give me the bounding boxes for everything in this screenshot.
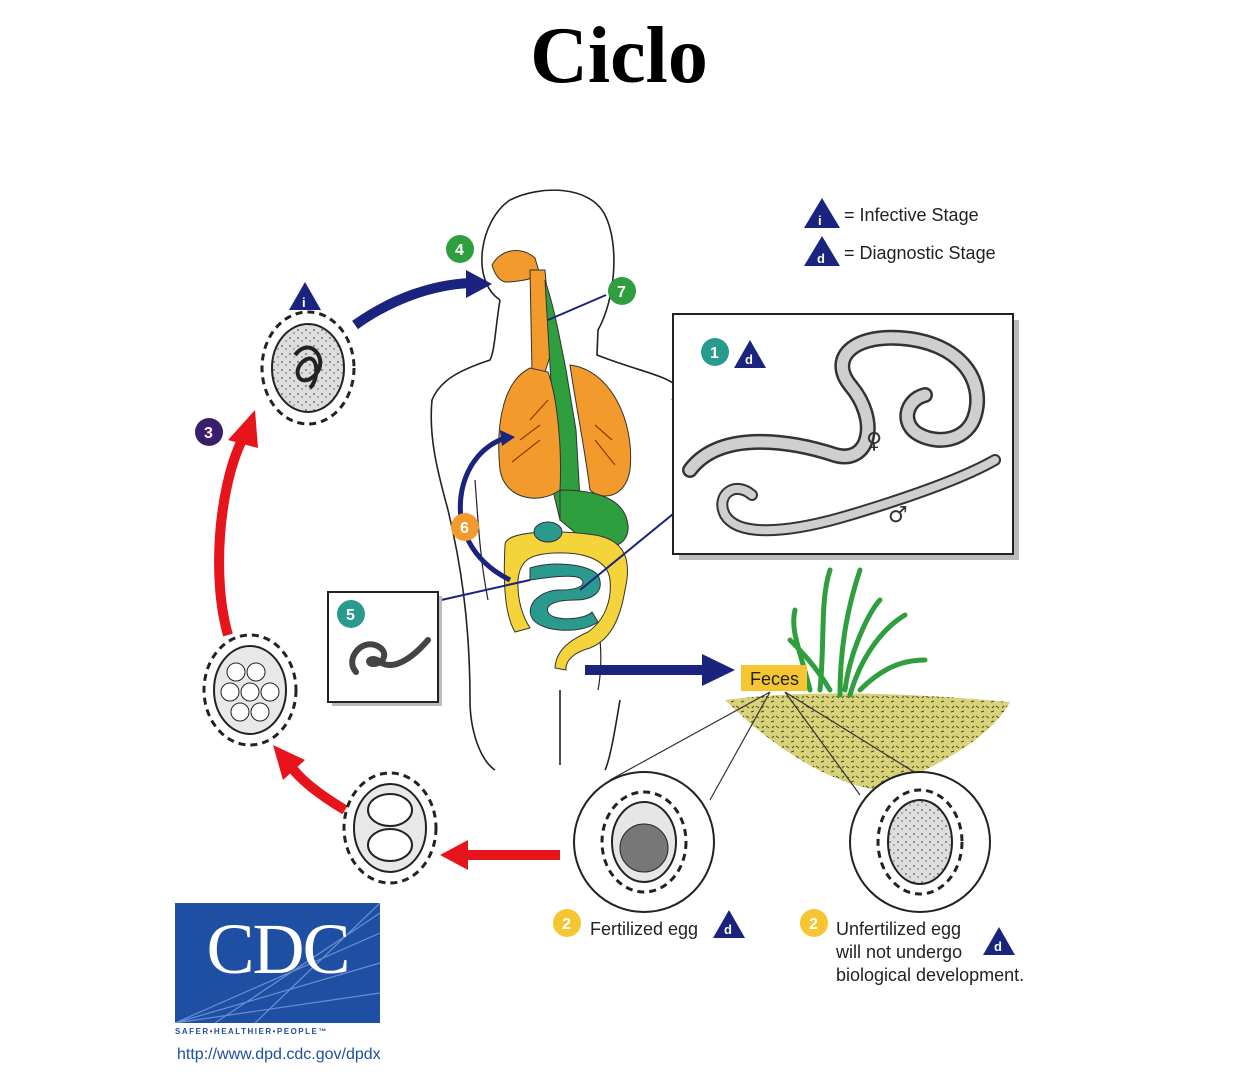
embryonated-egg-infective xyxy=(260,310,356,426)
legend-infective-label: = Infective Stage xyxy=(844,205,979,225)
stage-2-badge-unfertilized xyxy=(800,909,828,937)
cdc-logo: CDC xyxy=(175,903,380,1023)
stage-7-badge xyxy=(608,277,636,305)
diagnostic-triangle-adults xyxy=(734,340,766,368)
svg-text:i: i xyxy=(818,213,822,228)
stage-badges: 1 2 2 3 4 5 6 7 xyxy=(195,235,828,937)
legend: i = Infective Stage d = Diagnostic Stage xyxy=(804,198,996,266)
egg-two-cell xyxy=(342,771,438,885)
stage-3-badge xyxy=(195,418,223,446)
unfertilized-egg-line2: will not undergo xyxy=(835,942,962,962)
svg-text:2: 2 xyxy=(809,916,818,933)
page-title: Ciclo xyxy=(530,12,708,100)
infective-triangle-egg xyxy=(289,282,321,310)
unfertilized-egg-circle xyxy=(849,771,991,913)
svg-text:d: d xyxy=(745,352,753,367)
feces-label: Feces xyxy=(750,669,799,689)
grass xyxy=(787,567,928,698)
egg-multicell xyxy=(202,633,298,747)
female-symbol: ♀ xyxy=(866,429,882,454)
adult-worms-box: ♀ ♂ xyxy=(672,313,1019,560)
svg-text:5: 5 xyxy=(346,607,355,624)
stage-4-badge xyxy=(446,235,474,263)
diagnostic-triangle-fertilized xyxy=(713,910,745,938)
small-intestine xyxy=(529,563,601,631)
cdc-url[interactable]: http://www.dpd.cdc.gov/dpdx xyxy=(177,1046,381,1063)
stage-5-badge xyxy=(337,600,365,628)
feces-label-box xyxy=(741,665,807,691)
stage-6-badge xyxy=(451,513,479,541)
stage-2-badge-fertilized xyxy=(553,909,581,937)
svg-text:d: d xyxy=(994,939,1002,954)
soil: Feces xyxy=(609,567,1010,801)
svg-text:3: 3 xyxy=(204,425,213,442)
unfertilized-egg-line3: biological development. xyxy=(836,965,1024,985)
svg-text:d: d xyxy=(724,922,732,937)
fertilized-egg-label: Fertilized egg xyxy=(590,919,698,939)
development-arrows xyxy=(214,410,560,870)
fertilized-egg-circle xyxy=(573,771,715,913)
legend-diagnostic-label: = Diagnostic Stage xyxy=(844,243,996,263)
larva xyxy=(349,637,431,675)
svg-text:2: 2 xyxy=(562,916,571,933)
svg-text:1: 1 xyxy=(710,345,719,362)
legend-diagnostic-triangle xyxy=(804,236,840,266)
svg-text:4: 4 xyxy=(455,242,464,259)
svg-text:i: i xyxy=(302,295,306,310)
diagnostic-triangle-unfertilized xyxy=(983,927,1015,955)
svg-text:d: d xyxy=(817,251,825,266)
svg-text:6: 6 xyxy=(460,520,469,537)
stage-triangles: i d d d xyxy=(289,282,1015,955)
unfertilized-egg-line1: Unfertilized egg xyxy=(836,919,961,939)
stage-1-badge xyxy=(701,338,729,366)
large-intestine xyxy=(503,531,628,671)
cdc-logo-text: CDC xyxy=(206,909,350,989)
cdc-tagline: SAFER•HEALTHIER•PEOPLE™ xyxy=(175,1027,328,1036)
svg-text:7: 7 xyxy=(617,284,626,301)
egg-captions: Fertilized egg Unfertilized egg will not… xyxy=(590,919,1024,985)
male-symbol: ♂ xyxy=(888,503,908,528)
human-body xyxy=(430,189,681,771)
legend-infective-triangle xyxy=(804,198,840,228)
